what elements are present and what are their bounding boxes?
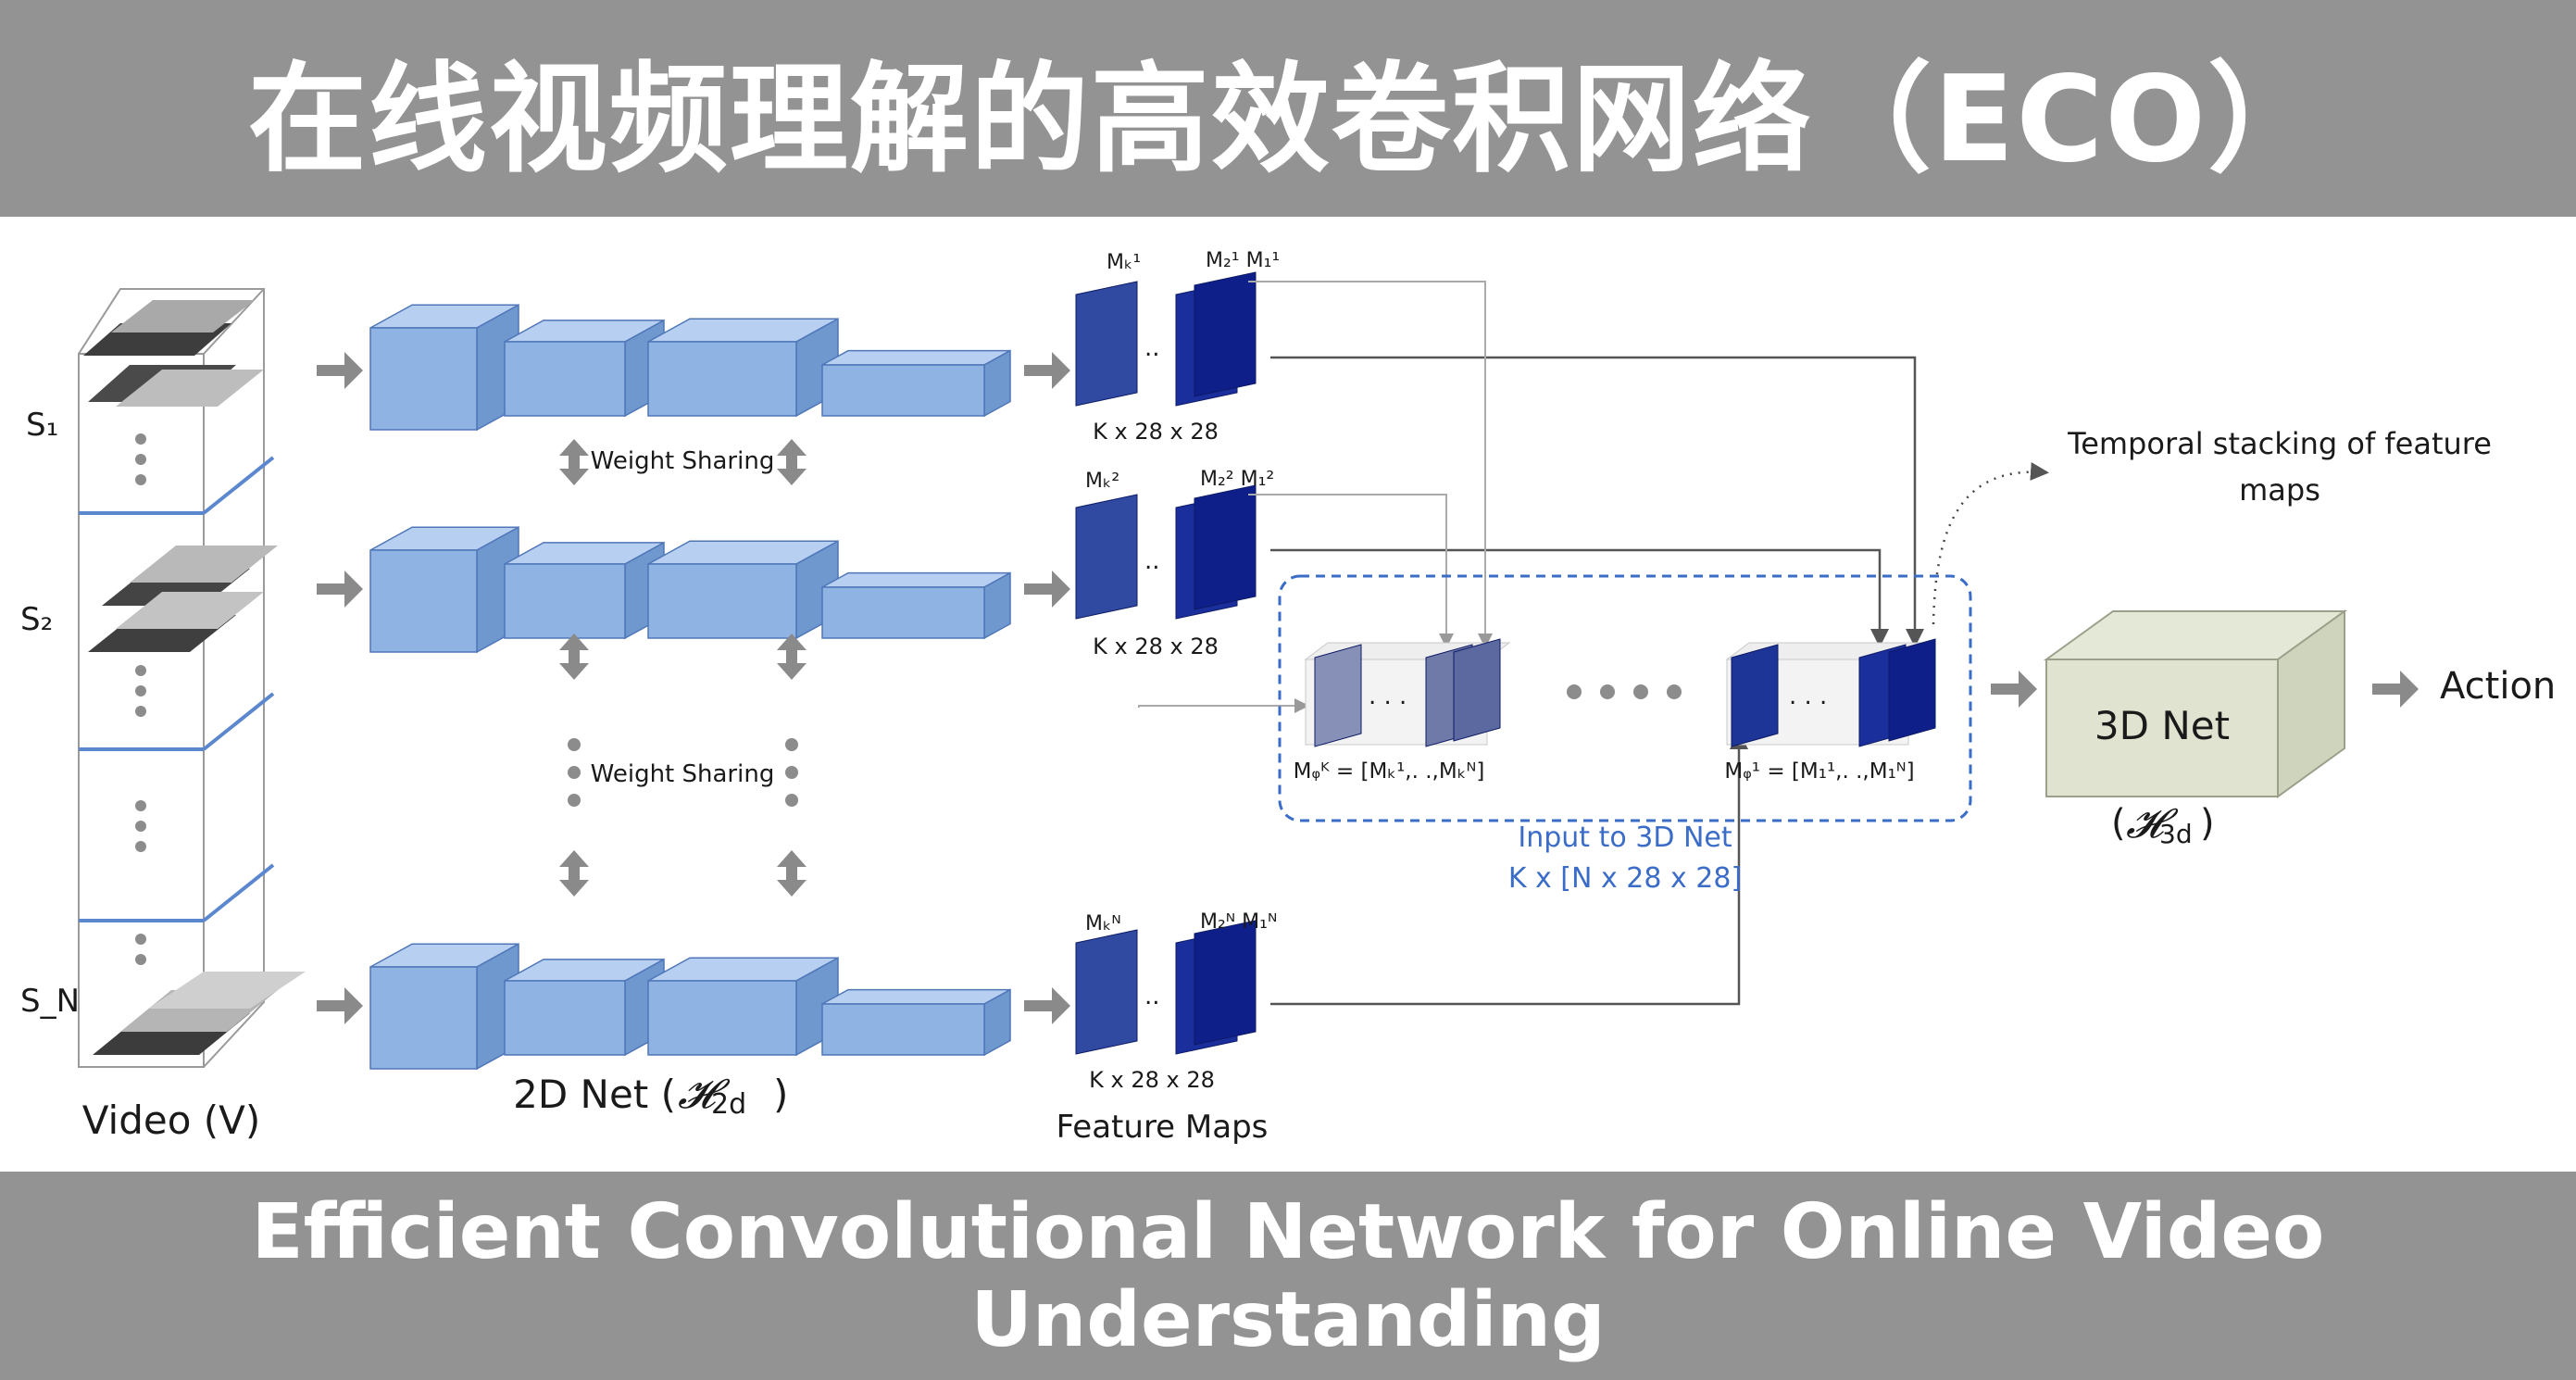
- eco-architecture-diagram: S₁ S₂ S_N Video (V) Weight Sharing Weigh…: [20, 249, 2556, 1146]
- weight-sharing-dots: [568, 738, 798, 807]
- 3d-net-label: 3D Net: [2095, 703, 2230, 748]
- temporal-note-line1: Temporal stacking of feature: [2067, 426, 2492, 461]
- 2d-net-row-n: [369, 942, 1011, 1071]
- weight-sharing-label-1: Weight Sharing: [591, 447, 775, 475]
- fm-label-mk-1: Mₖ¹: [1107, 251, 1141, 274]
- stack-left-map-3: [1453, 638, 1501, 742]
- fm-label-m2m1-2: M₂² M₁²: [1200, 468, 1274, 491]
- net-row-n-block-4-front: [821, 1003, 985, 1056]
- arrow-to-3d-net: [1991, 671, 2037, 708]
- net-row-1-block-4-front: [821, 364, 985, 417]
- fm-k-2: [1075, 494, 1138, 620]
- feature-maps: ......: [1075, 271, 1257, 1055]
- net-row-2-block-2-front: [504, 563, 626, 639]
- 2d-net-subscript: 2d: [711, 1088, 746, 1121]
- 2d-net-row-2: [369, 525, 1011, 654]
- 2d-net-label-prefix: 2D Net (: [513, 1072, 676, 1117]
- segment-label-n: S_N: [20, 983, 80, 1020]
- page-title: 在线视频理解的高效卷积网络（ECO）: [247, 50, 2329, 189]
- net-row-n-block-1-front: [369, 966, 478, 1070]
- fm-ellipsis-n: ..: [1144, 983, 1160, 1010]
- fm-label-m2m1-1: M₂¹ M₁¹: [1206, 249, 1280, 272]
- input-3d-dims: K x [N x 28 x 28]: [1508, 862, 1742, 895]
- net-row-2-block-1-front: [369, 549, 478, 653]
- fm-dims-n: K x 28 x 28: [1089, 1067, 1215, 1093]
- 2d-net-row-1: [369, 303, 1011, 432]
- fm-1-n: [1194, 920, 1257, 1046]
- stack-right-map-3: [1888, 638, 1936, 742]
- net-row-n-block-4-top: [821, 988, 1011, 1005]
- net-row-2-block-4-top: [821, 571, 1011, 588]
- stack-connectors-light: [1138, 281, 1493, 713]
- stack-right-ellipsis: . . .: [1789, 683, 1827, 710]
- fm-ellipsis-2: ..: [1144, 547, 1160, 575]
- stack-right-map-1: [1731, 644, 1779, 747]
- video-dots: [135, 433, 146, 965]
- fm-k-n: [1075, 929, 1138, 1055]
- fm-k-1: [1075, 281, 1138, 407]
- fm-label-mk-n: Mₖᴺ: [1085, 912, 1121, 935]
- net-row-n-block-3-front: [647, 980, 797, 1056]
- net-row-1-block-2-front: [504, 341, 626, 417]
- fm-1-2: [1194, 484, 1257, 610]
- fm-1-1: [1194, 271, 1257, 397]
- net-row-2-block-4-front: [821, 586, 985, 639]
- input-arrows: [317, 352, 363, 1024]
- stacked-maps: . . . . . .: [1304, 638, 1936, 747]
- net-row-1-block-1-front: [369, 327, 478, 431]
- page-subtitle: Efficient Convolutional Network for Onli…: [251, 1187, 2325, 1364]
- action-label: Action: [2440, 665, 2556, 708]
- stack-dots: [1567, 684, 1682, 699]
- 3d-net-block: [2043, 609, 2348, 798]
- fm-dims-2: K x 28 x 28: [1093, 634, 1219, 659]
- weight-sharing-arrows: [559, 439, 807, 897]
- feature-maps-label: Feature Maps: [1057, 1109, 1269, 1146]
- input-3d-label: Input to 3D Net: [1518, 822, 1732, 854]
- segment-label-2: S₂: [20, 601, 53, 638]
- fm-dims-1: K x 28 x 28: [1093, 419, 1219, 445]
- input-3d-dashed-box: [1278, 574, 1972, 822]
- net-row-1-block-3-front: [647, 341, 797, 417]
- 3d-net-subscript: 3d: [2159, 819, 2193, 849]
- title-banner: 在线视频理解的高效卷积网络（ECO）: [0, 0, 2576, 217]
- subtitle-banner: Efficient Convolutional Network for Onli…: [0, 1172, 2576, 1380]
- weight-sharing-label-2: Weight Sharing: [591, 760, 775, 788]
- fm-label-mk-2: Mₖ²: [1085, 470, 1119, 493]
- stack-left-ellipsis: . . .: [1369, 683, 1407, 710]
- stack-equation-right: Mᵩ¹ = [M₁¹,. .,M₁ᴺ]: [1724, 759, 1914, 784]
- fm-arrows: [1024, 352, 1070, 1024]
- net-row-1-block-4-top: [821, 349, 1011, 366]
- temporal-note-line2: maps: [2239, 472, 2320, 508]
- segment-label-1: S₁: [26, 407, 58, 444]
- 2d-net-label-suffix: ): [773, 1072, 788, 1117]
- 3d-net-paren-open: (: [2111, 802, 2126, 845]
- stack-left-map-1: [1314, 644, 1362, 747]
- stack-equation-left: Mᵩᴷ = [Mₖ¹,. .,Mₖᴺ]: [1294, 759, 1485, 784]
- net-row-n-block-2-front: [504, 980, 626, 1056]
- fm-label-m2m1-n: M₂ᴺ M₁ᴺ: [1200, 910, 1277, 934]
- net-row-2-block-3-front: [647, 563, 797, 639]
- video-frames: [83, 300, 306, 1055]
- temporal-note-pointer: [1932, 462, 2049, 625]
- fm-ellipsis-1: ..: [1144, 334, 1160, 362]
- video-label: Video (V): [82, 1098, 261, 1143]
- arrow-to-action: [2372, 671, 2419, 708]
- 3d-net-paren-close: ): [2200, 802, 2215, 845]
